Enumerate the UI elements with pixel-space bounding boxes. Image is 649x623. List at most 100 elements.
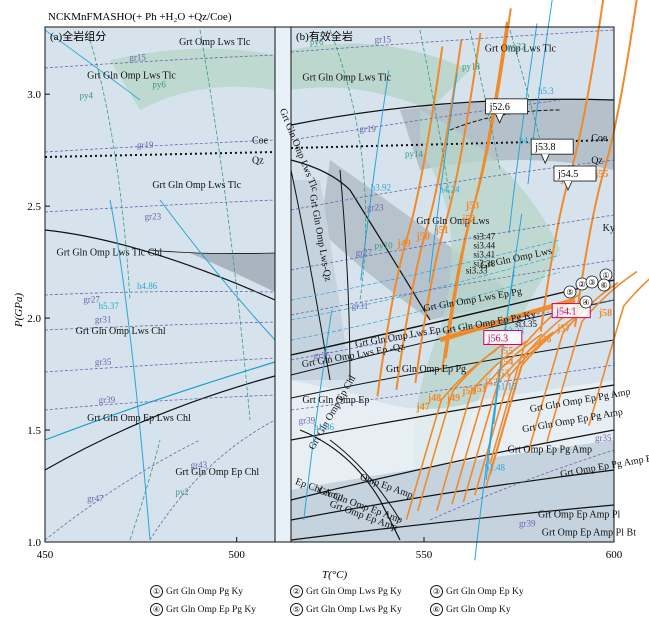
isopleth-label-orange: j55	[594, 169, 608, 180]
boundary-a-2	[44, 375, 276, 471]
chart-title: NCKMnFMASHO(+ Ph +H₂O +Qz/Coe)	[48, 11, 232, 23]
cyan-isopleth-curve	[527, 0, 553, 185]
field-label-b: Grt Omp Lws Tlc	[485, 44, 557, 55]
boundary-b-6	[290, 384, 615, 441]
teal-b-4	[509, 29, 541, 141]
isopleth-label-orange: j53	[495, 368, 509, 379]
isopleth-label-cyan: h4.9	[519, 135, 535, 145]
callout-text: j52.6	[489, 102, 510, 113]
y-tick-label: 1.0	[27, 537, 41, 549]
cyan-a-2	[159, 199, 276, 341]
purple-b-4	[290, 214, 615, 271]
field-b-dark-left	[291, 180, 350, 380]
numbered-point-circle	[585, 275, 599, 289]
numbered-point-label: ②	[578, 280, 585, 289]
si-label: si3.35	[515, 319, 537, 329]
x-tick-label: 550	[416, 549, 433, 561]
coe-qz-a	[44, 151, 276, 158]
isopleth-label-orange: j52	[484, 377, 498, 388]
isopleth-label-teal: py6	[310, 37, 324, 47]
numbered-point-label: ④	[582, 298, 589, 307]
isopleth-label-teal: py4	[80, 91, 94, 101]
legend-text: Grt Gln Omp Pg Ky	[166, 587, 244, 597]
highlight-box	[483, 329, 523, 345]
isopleth-label-orange: j54	[499, 357, 513, 368]
orange-isopleth-curve	[444, 8, 512, 359]
phase-label: Coe	[252, 135, 269, 146]
field-label-a: Grt Gln Omp Lws Tlc	[152, 180, 241, 191]
orange-isopleth-curve	[417, 340, 509, 512]
legend-text: Grt Gln Omp Lws Pg Ky	[306, 587, 402, 597]
y-tick-label: 2.5	[27, 201, 41, 213]
isopleth-label-orange: j53	[465, 200, 479, 211]
boundary-b-11	[329, 439, 401, 521]
isopleth-label-orange: j56	[537, 335, 551, 346]
purple-b-5	[290, 259, 615, 316]
isopleth-label-orange: j58	[598, 308, 612, 319]
field-a-green	[110, 48, 275, 110]
legend-text: Grt Gln Omp Lws Pg Ky	[306, 605, 402, 615]
boundary-a-1	[44, 229, 276, 301]
purple-a-9	[44, 439, 201, 541]
si-label: si3.44	[473, 241, 495, 251]
cyan-isopleth-curve	[508, 23, 538, 234]
isopleth-label-teal: py18	[462, 62, 481, 72]
purple-a-3	[44, 199, 276, 213]
teal-b-7	[290, 271, 561, 341]
purple-b-1	[290, 29, 615, 53]
field-label-b: Grt Gln Omp Lws Tlc	[302, 73, 391, 84]
purple-a-7	[44, 394, 276, 411]
boundary-b-5	[290, 339, 615, 399]
isopleth-label-purple: gr35	[314, 350, 331, 360]
field-label-b: Grt Omp Ep Amp Pl Bt	[542, 527, 636, 538]
isopleth-label-purple: gr39	[299, 415, 316, 425]
phase-label: Qz	[252, 156, 264, 167]
isopleth-label-orange: j49	[446, 393, 460, 404]
isopleth-label-purple: gr19	[137, 140, 154, 150]
isopleth-label-orange: j50	[415, 232, 429, 243]
y-tick-label: 1.5	[27, 425, 41, 437]
cyan-isopleth-curve	[428, 72, 458, 283]
purple-b-3	[290, 159, 615, 211]
isopleth-label-purple: gr27	[356, 247, 373, 257]
numbered-point-circle	[563, 285, 577, 299]
callout-box	[553, 165, 597, 182]
cyan-isopleth-curves	[303, 0, 553, 561]
field-a-dark	[190, 253, 275, 292]
legend-marker: ④	[150, 603, 163, 616]
isopleth-label-orange: j57	[556, 324, 570, 335]
isopleth-label-orange: j52	[461, 214, 475, 225]
isopleth-label-cyan: h5.3	[538, 86, 554, 96]
cyan-a-1	[109, 199, 151, 541]
cyan-isopleth-curve	[493, 213, 523, 424]
isopleth-label-orange: j49	[396, 238, 410, 249]
legend-text: Grt Gln Omp Ep Pg Ky	[166, 605, 256, 615]
isopleth-label-purple: gr39	[99, 395, 116, 405]
isopleth-label-orange: j48	[427, 393, 441, 404]
teal-b-5	[290, 239, 561, 301]
field-b-lower-dark	[291, 440, 614, 542]
y-tick-label: 3.0	[27, 89, 41, 101]
phase-label: Ky	[603, 223, 615, 234]
field-label-a: Grt Omp Lws Tlc	[179, 37, 251, 48]
orange-isopleth-curve	[474, 324, 566, 496]
boundary-b-9	[290, 504, 615, 541]
numbered-point-label: ⑥	[600, 281, 607, 290]
field-b-green-upper	[291, 43, 470, 111]
numbered-point-label: ①	[602, 271, 609, 280]
callout-pointer	[563, 180, 573, 192]
teal-b-6	[290, 254, 561, 321]
coe-qz-b	[290, 139, 615, 149]
purple-a-6	[44, 357, 276, 373]
isopleth-label-orange: j47	[415, 402, 429, 413]
callout-box	[485, 98, 529, 115]
field-label-b: Grt Gln Omp Ep	[302, 395, 369, 406]
isopleth-label-cyan: h4.86	[137, 281, 158, 291]
